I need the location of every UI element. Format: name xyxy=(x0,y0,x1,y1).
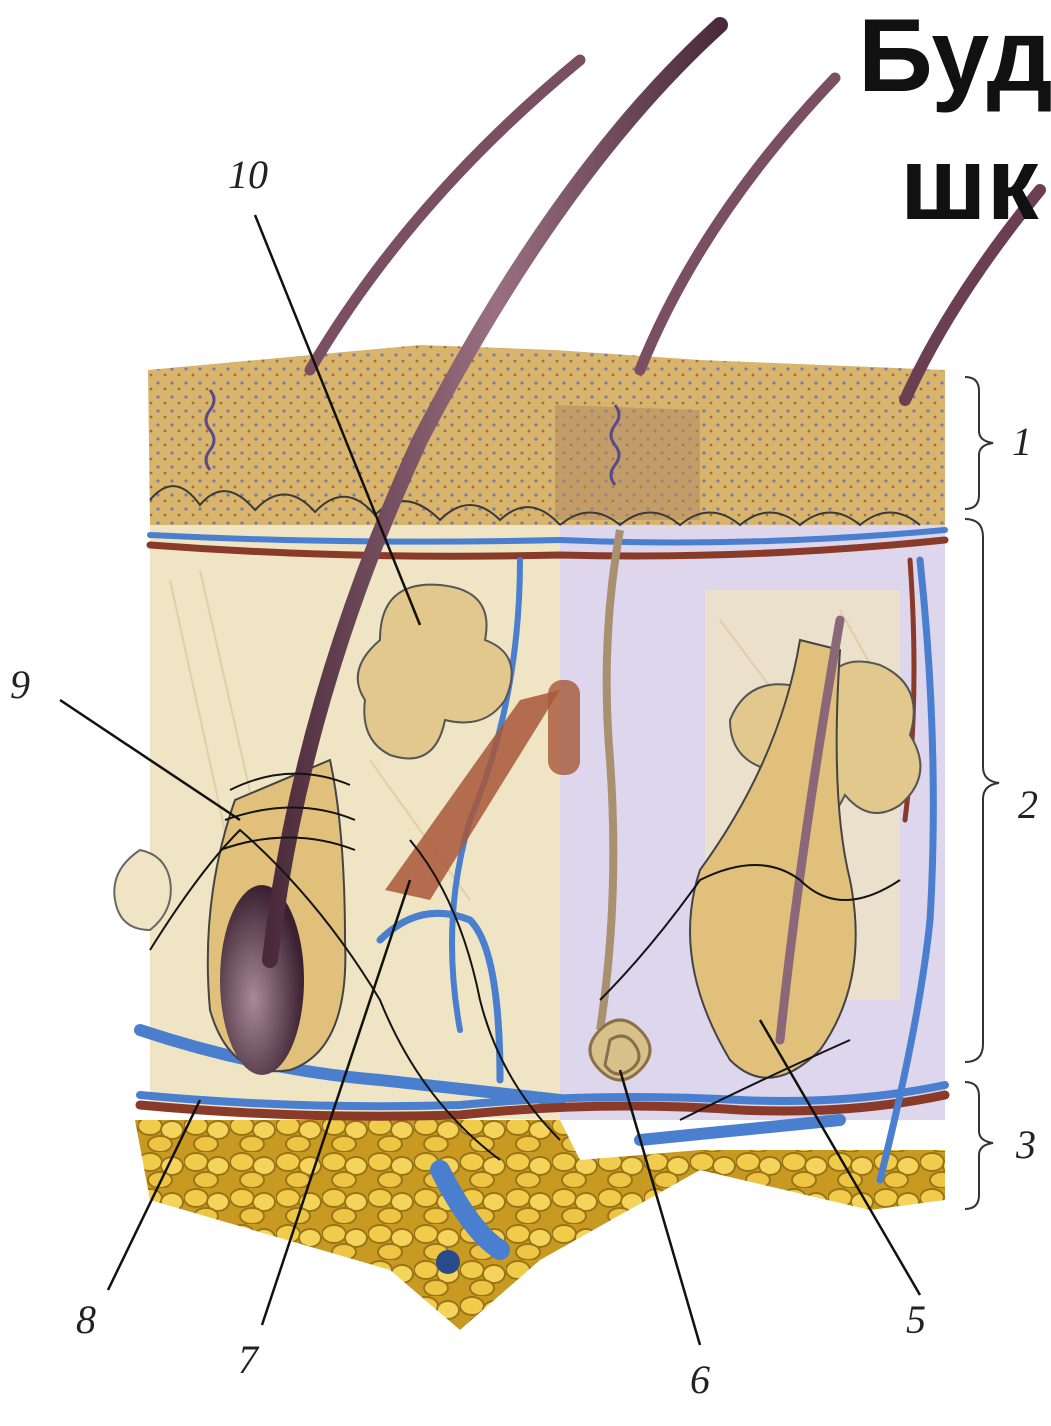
layer-label-2: 2 xyxy=(1018,785,1038,825)
epidermis-layer xyxy=(148,345,945,525)
callout-7: 7 xyxy=(238,1340,258,1380)
callout-9: 9 xyxy=(10,665,30,705)
callout-10: 10 xyxy=(228,155,268,195)
follicle-cross-section xyxy=(114,850,171,930)
title-line-1: Буд xyxy=(858,4,1051,108)
layer-brackets xyxy=(965,377,999,1209)
hair-bulb xyxy=(220,885,304,1075)
subcutaneous-fat-layer xyxy=(135,1120,945,1330)
layer-label-1: 1 xyxy=(1012,422,1032,462)
callout-6: 6 xyxy=(690,1360,710,1400)
title-line-2: шк xyxy=(900,132,1039,236)
callout-5: 5 xyxy=(906,1300,926,1340)
muscle-segment xyxy=(548,680,580,775)
layer-label-3: 3 xyxy=(1016,1125,1036,1165)
callout-8: 8 xyxy=(76,1300,96,1340)
